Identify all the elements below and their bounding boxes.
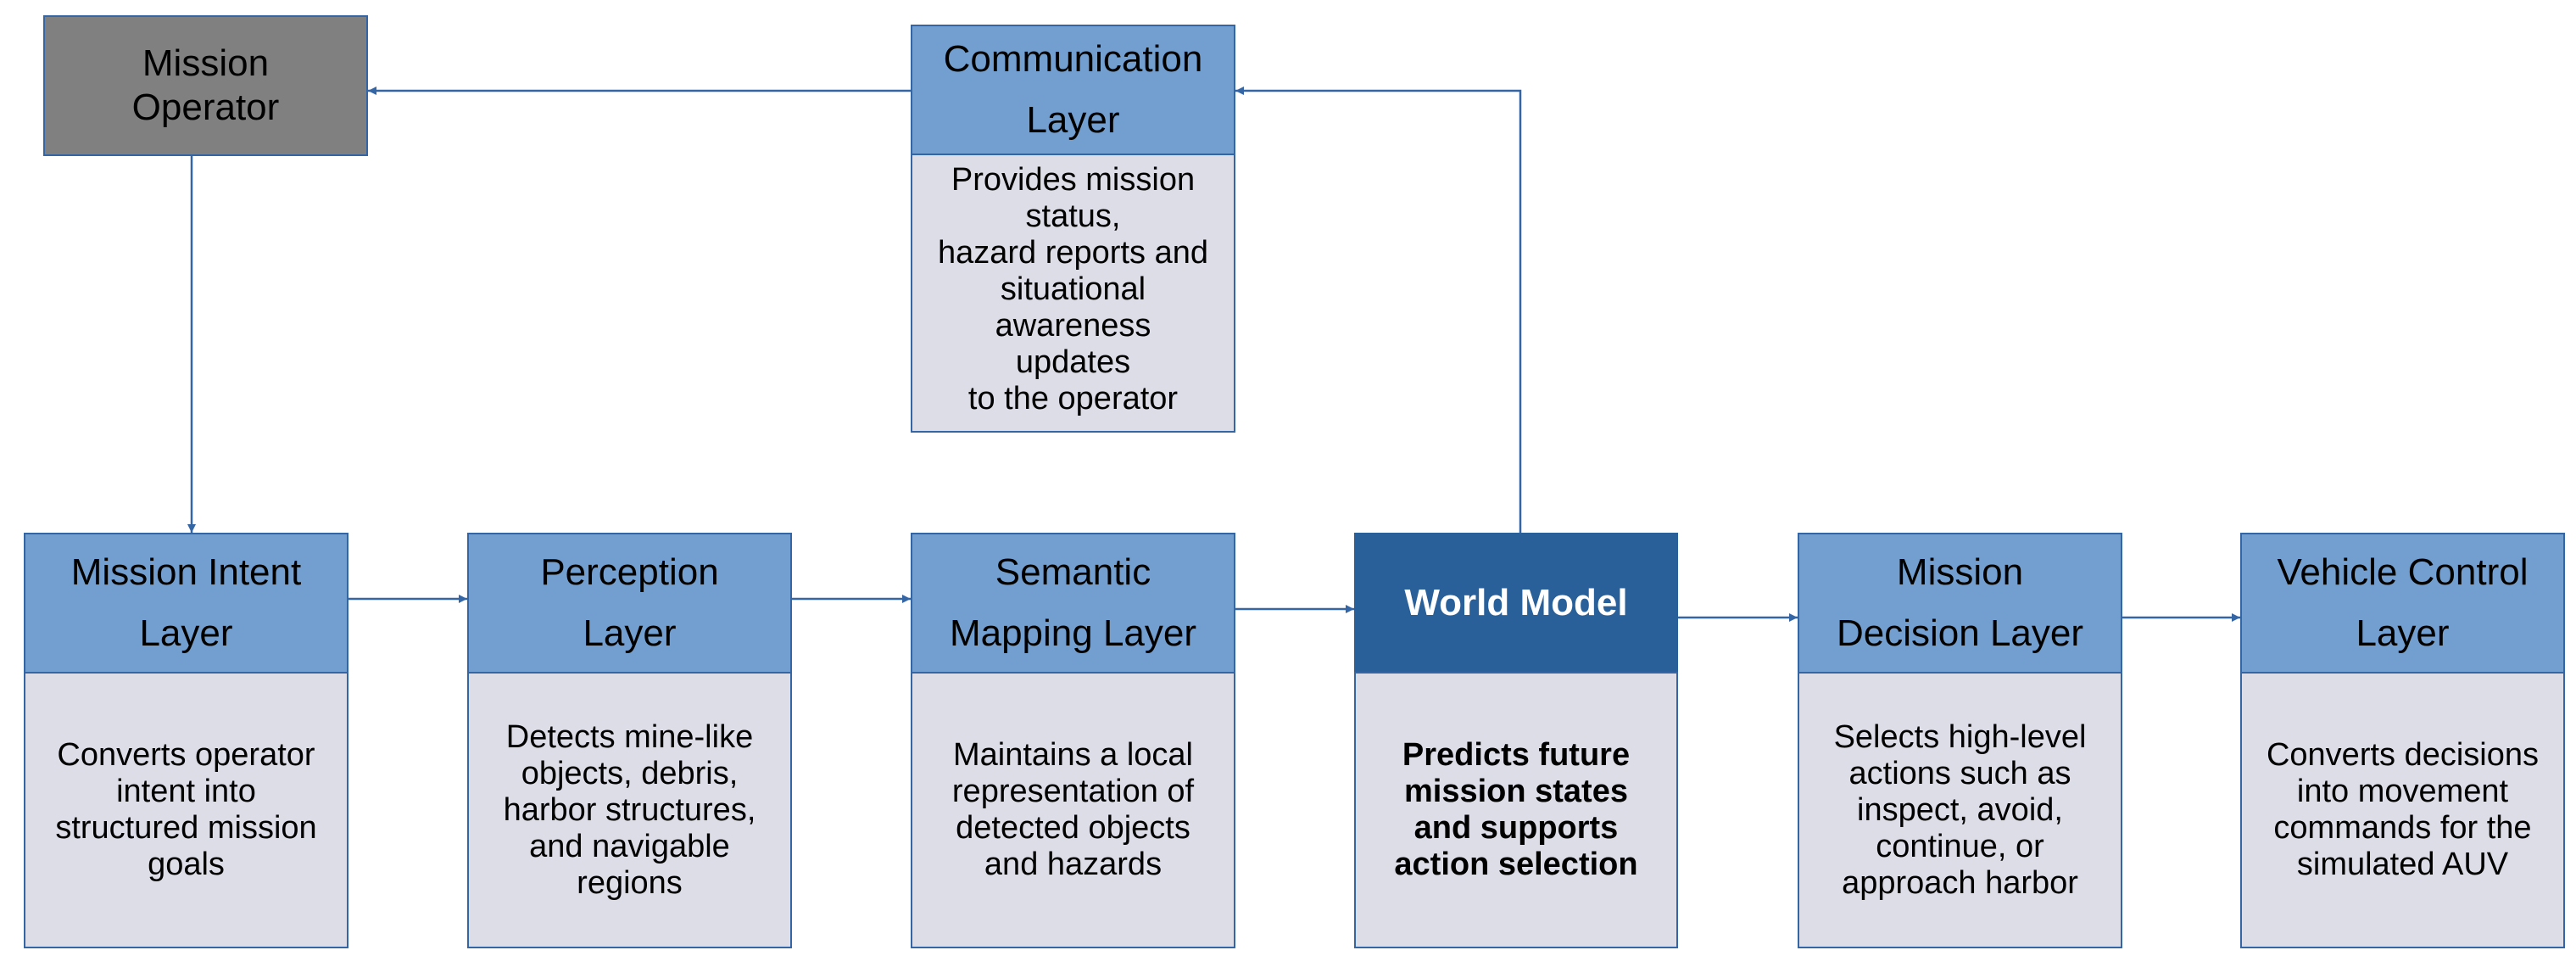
vehicle-control-layer-header: Vehicle Control Layer <box>2240 533 2565 674</box>
communication-layer-header: Communication Layer <box>911 25 1235 155</box>
mission-operator-box: Mission Operator <box>43 15 368 156</box>
world-model-description: Predicts future mission states and suppo… <box>1354 672 1678 948</box>
world-model-header: World Model <box>1354 533 1678 674</box>
mission-intent-layer-description: Converts operator intent into structured… <box>24 672 348 948</box>
mission-decision-layer-description: Selects high-level actions such as inspe… <box>1798 672 2122 948</box>
mission-intent-layer-header: Mission Intent Layer <box>24 533 348 674</box>
mission-decision-layer-header: Mission Decision Layer <box>1798 533 2122 674</box>
communication-layer-description: Provides mission status, hazard reports … <box>911 154 1235 433</box>
perception-layer-header: Perception Layer <box>467 533 792 674</box>
arrow-world-model-communication <box>1235 87 1525 541</box>
semantic-mapping-layer-header: Semantic Mapping Layer <box>911 533 1235 674</box>
semantic-mapping-layer-description: Maintains a local representation of dete… <box>911 672 1235 948</box>
vehicle-control-layer-description: Converts decisions into movement command… <box>2240 672 2565 948</box>
perception-layer-description: Detects mine-like objects, debris, harbo… <box>467 672 792 948</box>
